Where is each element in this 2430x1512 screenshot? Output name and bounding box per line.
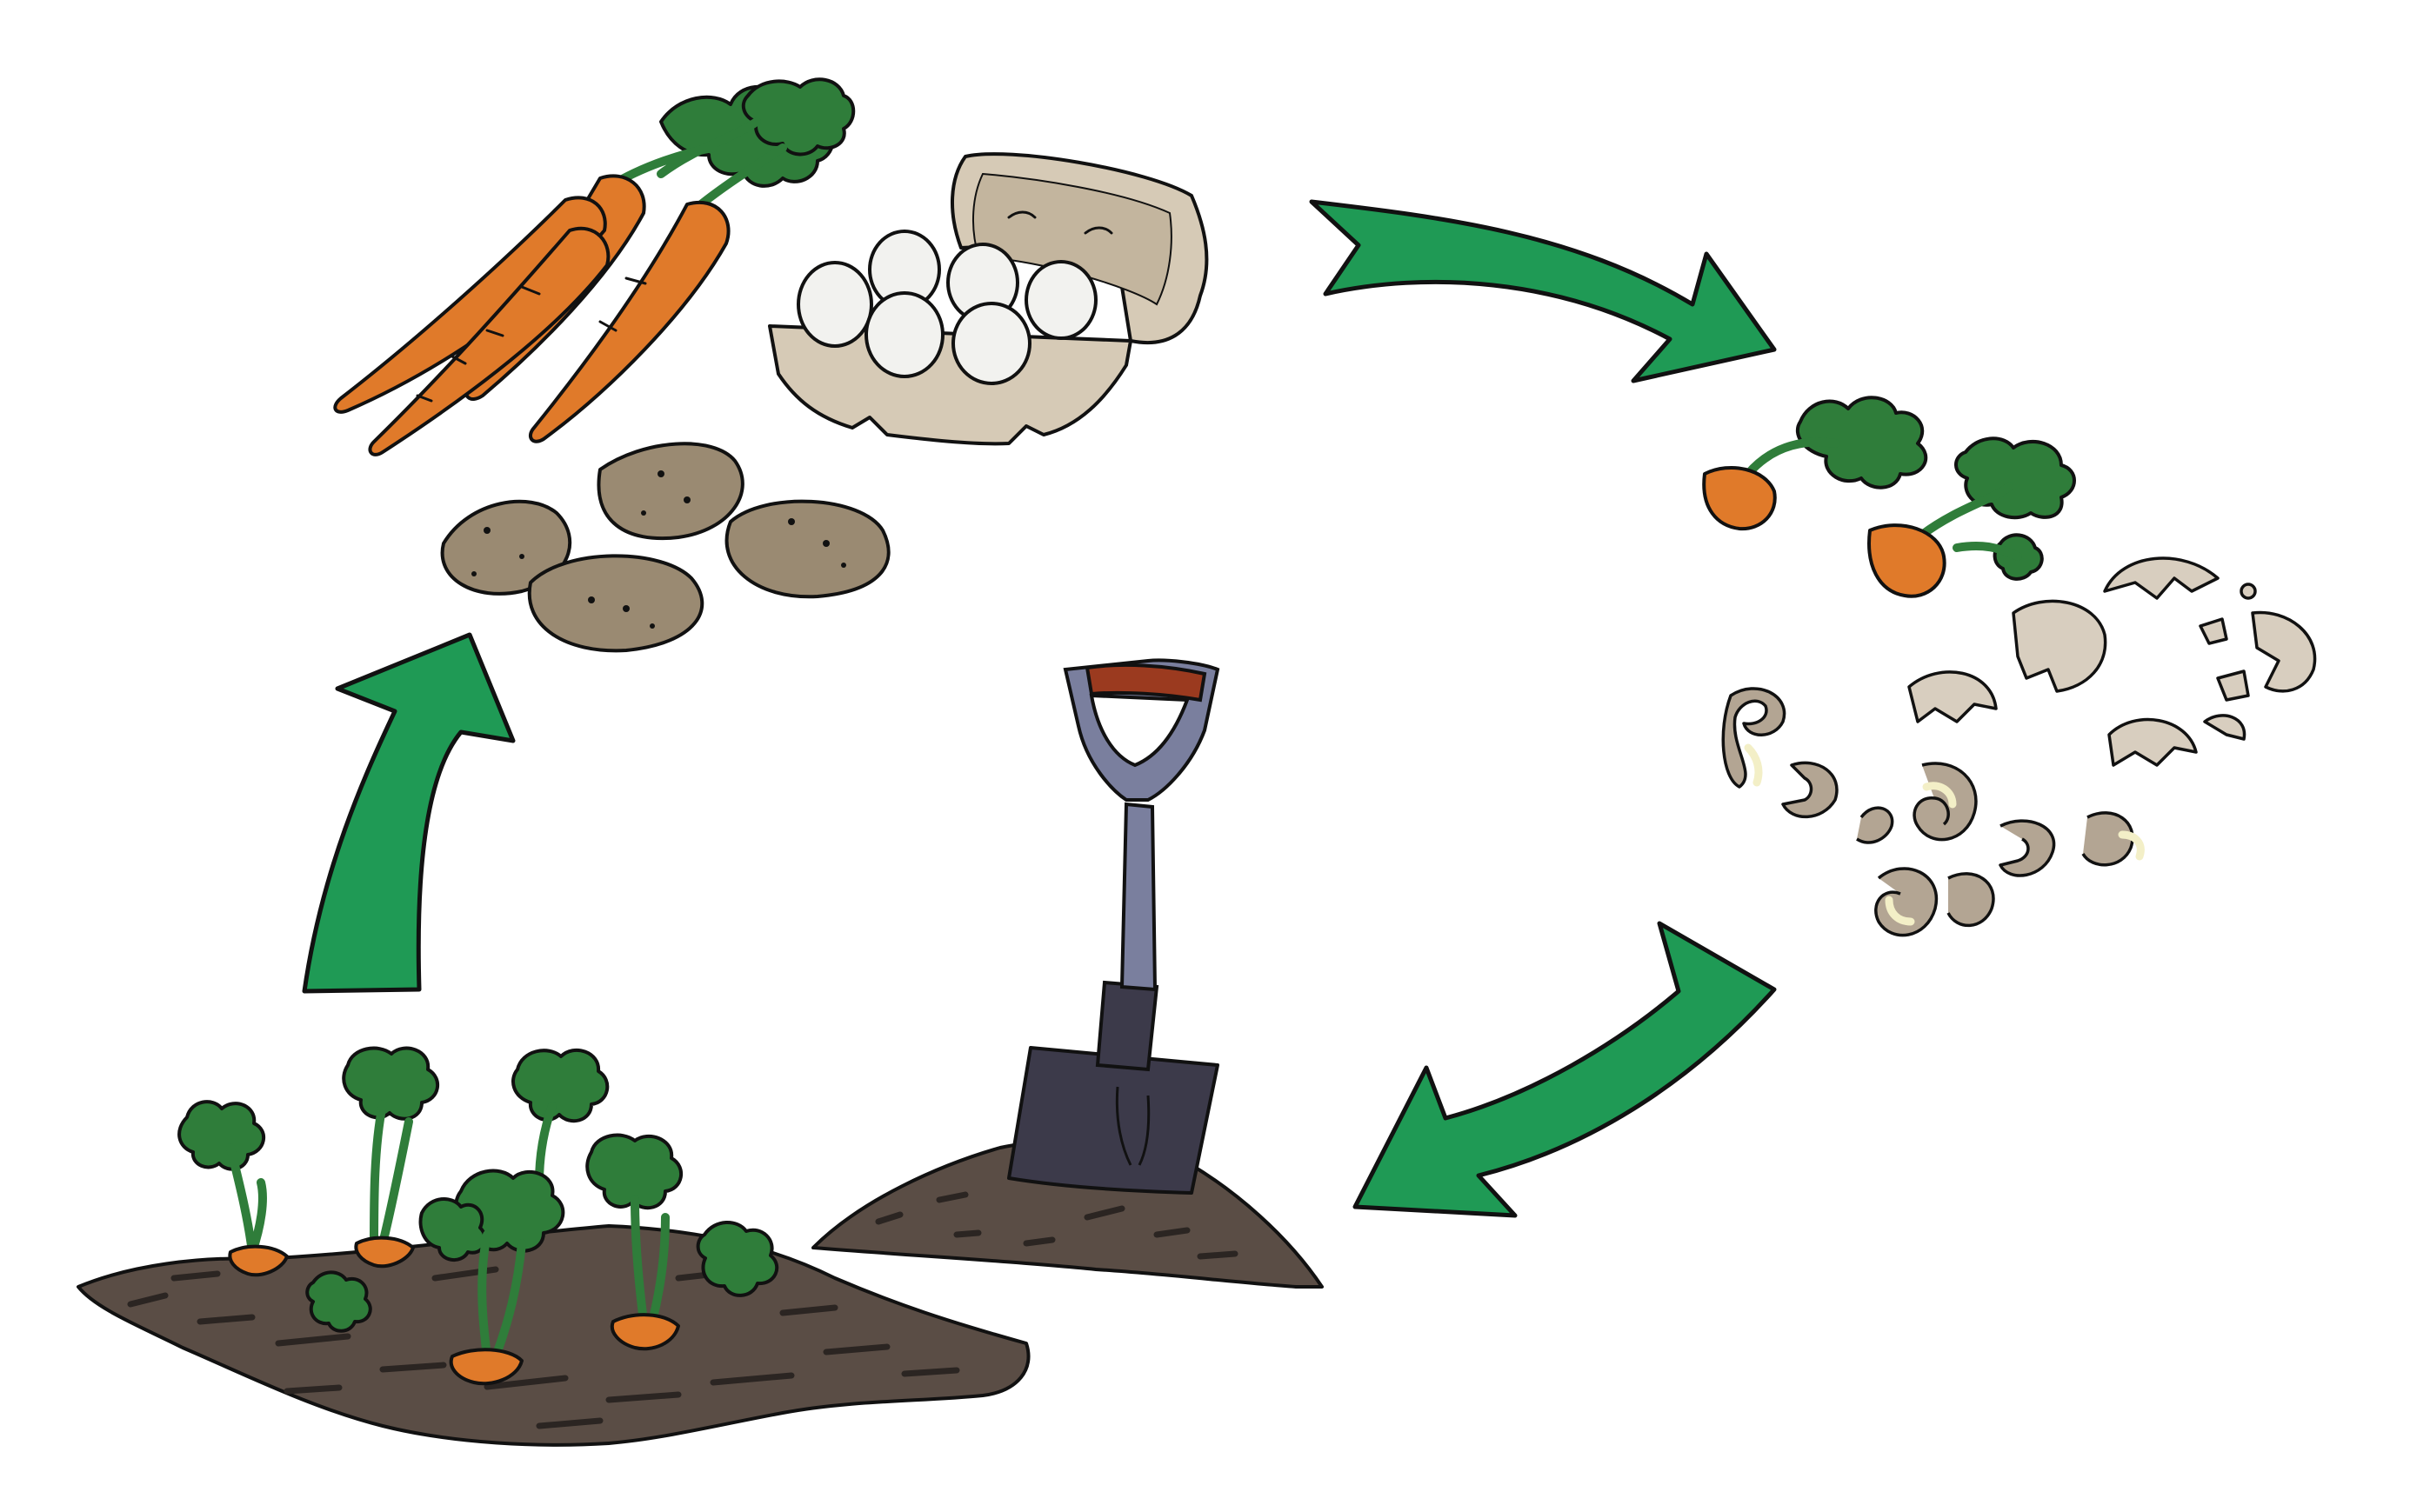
carrot-plants [177,1046,779,1386]
peel-icon [1946,872,1995,928]
arrow-icon [302,632,516,994]
arrow-icon [1352,921,1777,1218]
eggshell-icon [2251,610,2317,693]
peel-icon [1874,867,1939,937]
carton-base [768,324,1132,446]
peel-icon [1913,762,1978,842]
compost-group [811,658,1324,1289]
seedling-icon [177,1100,289,1277]
carrot-icon [1867,523,1946,598]
potato-icon [440,499,572,596]
harvest-group [333,77,1209,653]
eggshell-icon [2216,669,2250,702]
egg-icon [797,261,873,348]
carrot-icon [333,196,607,414]
spade-grip [1085,663,1207,703]
egg-icon [951,302,1031,385]
peel-icon [2081,811,2134,867]
potato-peels [1721,687,2145,937]
eggshell-icon [2103,556,2220,600]
arrow-harvest-to-scraps [1309,199,1777,383]
seedling-icon [696,1220,779,1297]
potato-icon [597,442,744,541]
carrot-bunch [333,77,856,456]
peel-icon [1999,819,2056,877]
eggshell-icon [2203,714,2246,741]
carrot-icon [368,226,611,456]
spade-icon [1007,658,1220,1195]
carrot-tops [1702,396,2076,598]
seedling-icon [585,1133,684,1351]
carrot-greens [604,77,856,213]
eggshell-icon [1907,670,1998,723]
spade-blade [1007,1046,1219,1195]
seedling-icon [418,1169,565,1386]
garden-group [77,1046,1031,1447]
egg-icon [1025,260,1098,340]
peel-icon [1721,687,1786,789]
egg-icon [865,291,945,378]
eggshell-icon [2107,717,2198,767]
carrot-icon [1702,466,1777,531]
arrow-garden-to-harvest [302,632,516,994]
spade-shaft [1119,802,1158,992]
eggs [797,230,1098,385]
arrow-icon [1309,199,1777,383]
seedling-icon [342,1046,440,1269]
potatoes [440,442,891,653]
eggshell-icon [2012,599,2107,693]
eggshells [1907,556,2317,767]
arrow-scraps-to-compost [1352,921,1777,1218]
carrot-icon [529,201,731,443]
garden-bed [77,1224,1031,1447]
scraps-group [1702,396,2317,937]
seedling-icon [305,1270,372,1333]
egg-carton [768,152,1209,446]
eggshell-icon [2199,617,2228,645]
peel-icon [1781,761,1839,819]
potato-icon [724,499,891,599]
potato-icon [527,554,704,653]
peel-icon [1856,806,1894,844]
